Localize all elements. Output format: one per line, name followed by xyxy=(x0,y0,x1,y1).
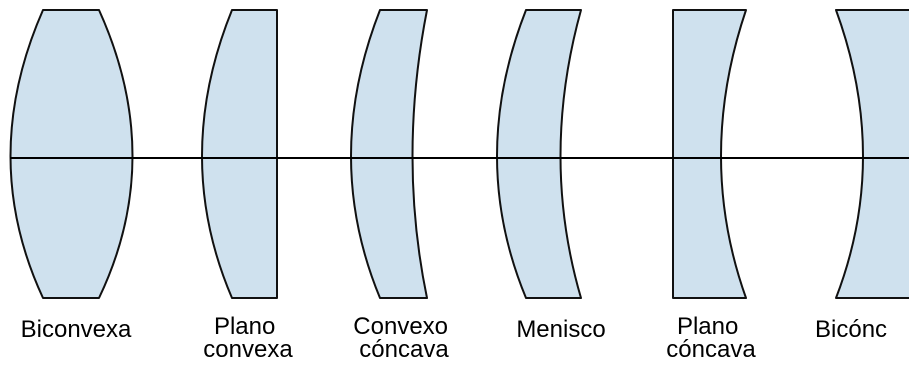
label-plano-concava: Plano cóncava xyxy=(666,313,756,363)
lens-menisco xyxy=(496,9,582,299)
lens-convexo-concava xyxy=(350,9,428,299)
label-convexo-concava: Convexo cóncava xyxy=(353,313,454,363)
label-biconcava: Bicónc xyxy=(815,316,887,343)
lens-plano-concava xyxy=(672,9,747,299)
lens-biconvexa xyxy=(9,9,134,299)
label-biconvexa: Biconvexa xyxy=(21,316,132,343)
label-menisco: Menisco xyxy=(516,316,605,343)
lens-biconcava xyxy=(835,9,909,299)
label-plano-convexa: Plano convexa xyxy=(203,313,293,363)
lens-plano-convexa xyxy=(201,9,278,299)
